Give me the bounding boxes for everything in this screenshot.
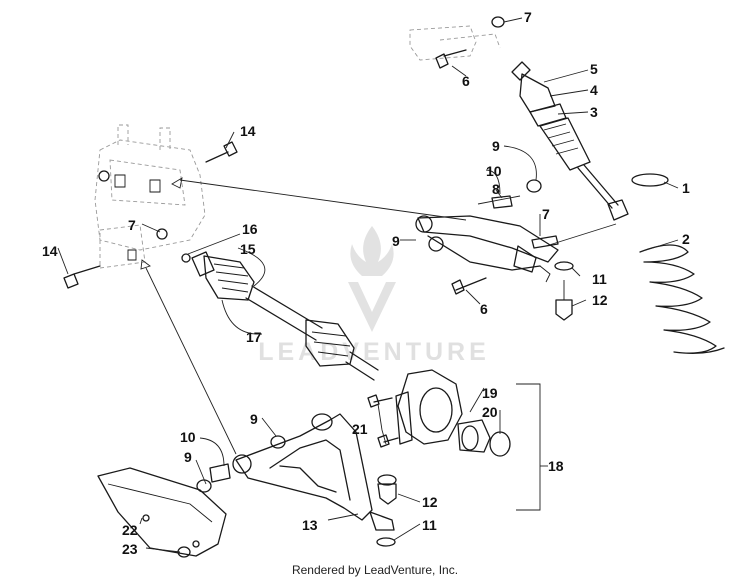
callout-19: 19 xyxy=(482,385,498,401)
upper-hardware xyxy=(451,179,574,321)
callout-23: 23 xyxy=(122,541,138,557)
frame-bolts xyxy=(63,16,505,289)
frame-bracket xyxy=(94,124,206,269)
shock-absorber xyxy=(511,61,629,221)
callout-9-bushing: 9 xyxy=(184,449,192,465)
callout-6-upper: 6 xyxy=(462,73,470,89)
lower-a-arm xyxy=(232,413,395,531)
callout-8: 8 xyxy=(492,181,500,197)
callout-15: 15 xyxy=(240,241,256,257)
callout-12-upper: 12 xyxy=(592,292,608,308)
callout-12-lower: 12 xyxy=(422,494,438,510)
spring-clip xyxy=(631,173,669,187)
callout-6-lower: 6 xyxy=(480,301,488,317)
reference-lines xyxy=(140,177,617,511)
upper-frame-mount xyxy=(409,25,501,61)
callout-22: 22 xyxy=(122,522,138,538)
callout-16: 16 xyxy=(242,221,258,237)
callout-10-upper: 10 xyxy=(486,163,502,179)
callout-leaders xyxy=(57,17,679,553)
footer-credit: Rendered by LeadVenture, Inc. xyxy=(291,563,459,577)
callout-20: 20 xyxy=(482,404,498,420)
coil-spring xyxy=(639,244,725,354)
callout-2: 2 xyxy=(682,231,690,247)
callout-14-upper: 14 xyxy=(240,123,256,139)
callout-5: 5 xyxy=(590,61,598,77)
callout-10-lower: 10 xyxy=(180,429,196,445)
callout-13: 13 xyxy=(302,517,318,533)
callout-17: 17 xyxy=(246,329,262,345)
callout-7-top: 7 xyxy=(524,9,532,25)
callout-14-lower: 14 xyxy=(42,243,58,259)
cv-axle xyxy=(181,251,379,381)
callout-21: 21 xyxy=(352,421,368,437)
callout-9-upper: 9 xyxy=(492,138,500,154)
callout-labels: 1 2 3 4 5 6 6 7 7 7 8 9 9 9 9 10 10 11 1… xyxy=(42,9,690,557)
lower-hardware xyxy=(196,435,397,547)
skid-plate xyxy=(97,467,227,558)
upper-a-arm xyxy=(415,215,559,283)
callout-18: 18 xyxy=(548,458,564,474)
callout-3: 3 xyxy=(590,104,598,120)
callout-11-lower: 11 xyxy=(422,517,437,533)
callout-4: 4 xyxy=(590,82,598,98)
callout-11-upper: 11 xyxy=(592,271,607,287)
callout-1: 1 xyxy=(682,180,690,196)
callout-7-arm: 7 xyxy=(542,206,550,222)
callout-7-frame: 7 xyxy=(128,217,136,233)
watermark-text: LEADVENTURE xyxy=(258,338,490,366)
leadventure-watermark: LEADVENTURE xyxy=(258,226,490,366)
callout-9-lower: 9 xyxy=(250,411,258,427)
callout-9-pivot: 9 xyxy=(392,233,400,249)
